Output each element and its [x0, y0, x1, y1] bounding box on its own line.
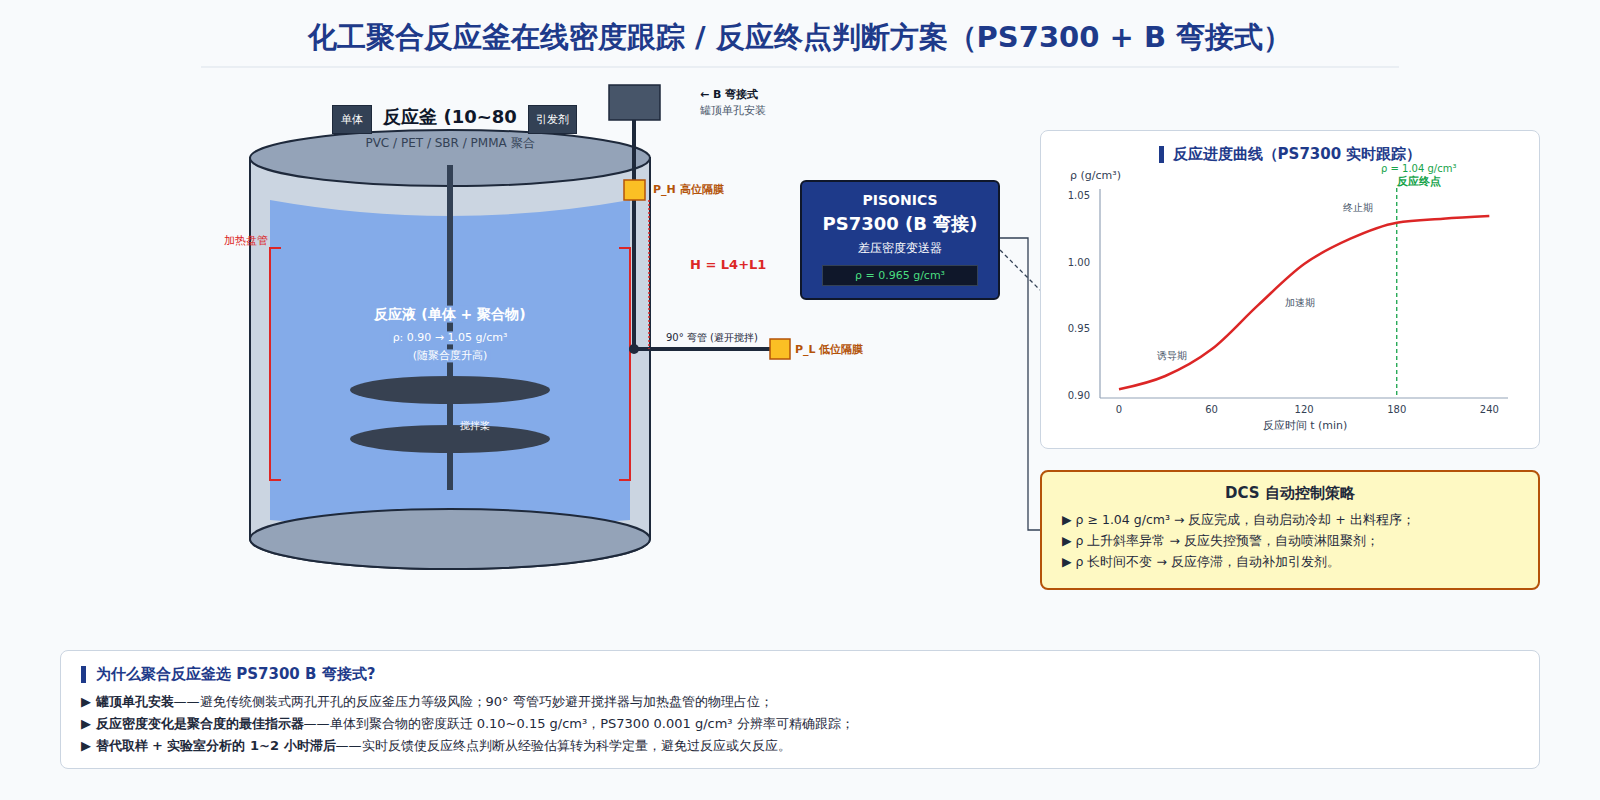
label: 240	[1480, 404, 1499, 416]
box-text: DCS 自动控制策略	[1062, 484, 1518, 503]
box-line: ▶ ρ 长时间不变 → 反应停滞，自动补加引发剂。	[1062, 551, 1518, 572]
label: 0.90	[1068, 390, 1090, 402]
label: P_H 高位隔膜	[653, 183, 724, 196]
display-screen: ρ = 0.965 g/cm³	[822, 265, 978, 286]
bullet-body: ——避免传统侧装式两孔开孔的反应釜压力等级风险；90° 弯管巧妙避开搅拌器与加热…	[174, 694, 773, 709]
x-axis	[1100, 397, 1508, 398]
y-axis	[1099, 189, 1100, 398]
label: 0.95	[1068, 323, 1090, 335]
box-text: 单体	[341, 112, 363, 127]
label: 罐顶单孔安装	[700, 104, 766, 117]
box-line: PS7300 (B 弯接)	[802, 212, 998, 236]
label: 反应釜 (10~80	[383, 106, 517, 128]
bullet-body: ——单体到聚合物的密度跃迁 0.10~0.15 g/cm³，PS7300 0.0…	[304, 716, 854, 731]
box-heading: 为什么聚合反应釜选 PS7300 B 弯接式?	[81, 666, 375, 683]
reactor-bottom	[250, 509, 650, 569]
bullet-body: ——实时反馈使反应终点判断从经验估算转为科学定量，避免过反应或欠反应。	[336, 738, 791, 753]
label: 反应终点	[1397, 175, 1441, 188]
label: ρ: 0.90 → 1.05 g/cm³	[390, 331, 511, 344]
transmitter-head	[609, 85, 660, 120]
dip-pipe	[632, 120, 636, 349]
feed-tag: 引发剂	[528, 105, 577, 134]
label: 90° 弯管 (避开搅拌)	[666, 332, 758, 344]
pipe-elbow	[629, 344, 639, 354]
heating-coil	[270, 248, 281, 480]
endpoint-line	[1396, 188, 1397, 398]
info-box: 为什么聚合反应釜选 PS7300 B 弯接式? ▶ 罐顶单孔安装——避免传统侧装式…	[60, 650, 1540, 769]
label: ρ = 1.04 g/cm³	[1381, 163, 1457, 175]
label: 0	[1116, 404, 1122, 416]
chart	[1100, 188, 1508, 398]
agitator-blade	[350, 425, 550, 453]
height-marker	[648, 200, 650, 349]
chart-panel-fill	[1040, 130, 1540, 449]
connector	[1000, 238, 1040, 530]
box-line: 差压密度变送器	[802, 240, 998, 257]
bend-pipe	[634, 347, 770, 351]
box-text: 反应进度曲线（PS7300 实时跟踪）	[1159, 146, 1422, 163]
label: 180	[1387, 404, 1406, 416]
feed-tag: 单体	[332, 105, 372, 134]
title-rule	[201, 67, 1399, 68]
label: (随聚合度升高)	[410, 349, 491, 362]
label: 反应时间 t (min)	[1263, 419, 1348, 432]
reactor-body	[250, 158, 650, 569]
label: 反应液 (单体 + 聚合物)	[371, 306, 528, 323]
box-text: 引发剂	[536, 112, 569, 127]
box-line: ▶ ρ ≥ 1.04 g/cm³ → 反应完成，自动启动冷却 + 出料程序；	[1062, 509, 1518, 530]
label: P_L 低位隔膜	[795, 343, 863, 356]
label: H = L4+L1	[690, 257, 766, 273]
info-box: 反应进度曲线（PS7300 实时跟踪）	[1040, 130, 1540, 449]
density-curve	[1119, 216, 1489, 389]
box-line: ▶ ρ 上升斜率异常 → 反应失控预警，自动喷淋阻聚剂；	[1062, 530, 1518, 551]
low-diaphragm	[770, 339, 790, 359]
bullet-head: ▶ 替代取样 + 实验室分析的 1~2 小时滞后	[81, 738, 336, 753]
label: PVC / PET / SBR / PMMA 聚合	[365, 136, 534, 150]
info-box: PISONICS PS7300 (B 弯接) 差压密度变送器 ρ = 0.965 g/…	[800, 180, 1000, 300]
label: 加速期	[1285, 297, 1315, 309]
label: 诱导期	[1157, 350, 1187, 362]
label: ← B 弯接式	[700, 88, 758, 101]
heating-coil	[619, 248, 630, 480]
bullet-head: ▶ 罐顶单孔安装	[81, 694, 174, 709]
label: ρ (g/cm³)	[1070, 169, 1121, 182]
label: 终止期	[1343, 202, 1373, 214]
connector	[1000, 250, 1040, 290]
label: 搅拌桨	[460, 420, 490, 432]
box-text: PISONICS	[802, 192, 998, 208]
bullet-head: ▶ 反应密度变化是聚合度的最佳指示器	[81, 716, 304, 731]
high-diaphragm	[624, 180, 645, 200]
box-text: ρ = 0.965 g/cm³	[827, 269, 973, 282]
label: 60	[1205, 404, 1218, 416]
label: 120	[1295, 404, 1314, 416]
label: 1.00	[1068, 257, 1090, 269]
info-box: DCS 自动控制策略 ▶ ρ ≥ 1.04 g/cm³ → 反应完成，自动启动冷却…	[1040, 470, 1540, 590]
label: 加热盘管	[224, 234, 268, 247]
page-title: 化工聚合反应釜在线密度跟踪 / 反应终点判断方案（PS7300 + B 弯接式）	[0, 18, 1600, 58]
agitator-blade	[350, 376, 550, 404]
label: 1.05	[1068, 190, 1090, 202]
